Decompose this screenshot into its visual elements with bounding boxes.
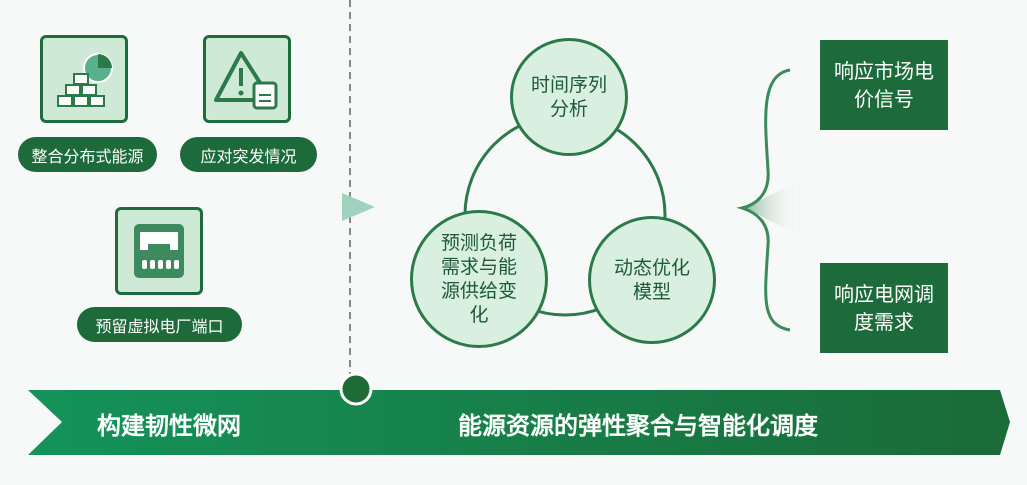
gold-bars-pie-chart-icon — [40, 35, 128, 123]
left-item-label: 整合分布式能源 — [18, 137, 157, 172]
banner-left-text: 构建韧性微网 — [97, 412, 241, 440]
banner-right-text: 能源资源的弹性聚合与智能化调度 — [458, 412, 818, 440]
cycle-node-right: 动态优化模型 — [588, 216, 716, 344]
left-item-label: 预留虚拟电厂端口 — [77, 307, 242, 342]
arrow-right-icon — [342, 193, 375, 221]
brace — [736, 68, 791, 332]
output-box: 响应市场电价信号 — [820, 40, 948, 130]
timeline-banner — [28, 390, 1010, 455]
left-item-label: 应对突发情况 — [180, 137, 317, 172]
warning-document-icon — [203, 35, 291, 123]
brace-glow — [745, 180, 800, 236]
timeline-marker — [339, 372, 373, 406]
cycle-node-top: 时间序列分析 — [510, 38, 628, 156]
network-port-icon — [115, 207, 203, 295]
cycle-node-left: 预测负荷需求与能源供给变化 — [410, 210, 548, 348]
output-box: 响应电网调度需求 — [820, 263, 948, 353]
